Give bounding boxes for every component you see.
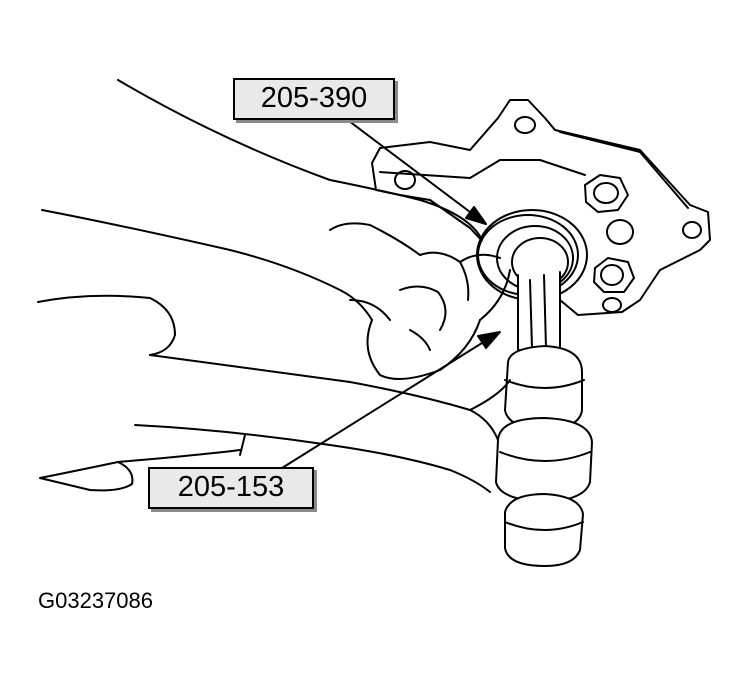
right-hand (41, 79, 511, 380)
tool-callout-205-153: 205-153 (148, 467, 314, 509)
leader-line-top (344, 117, 487, 225)
figure-id-label: G03237086 (38, 588, 153, 613)
tool-callout-205-390: 205-390 (233, 78, 395, 120)
handle-grip (495, 345, 593, 567)
leader-line-bottom (281, 331, 501, 469)
housing-cover (371, 99, 711, 316)
left-hand (37, 294, 511, 493)
handle-shaft (517, 271, 561, 351)
